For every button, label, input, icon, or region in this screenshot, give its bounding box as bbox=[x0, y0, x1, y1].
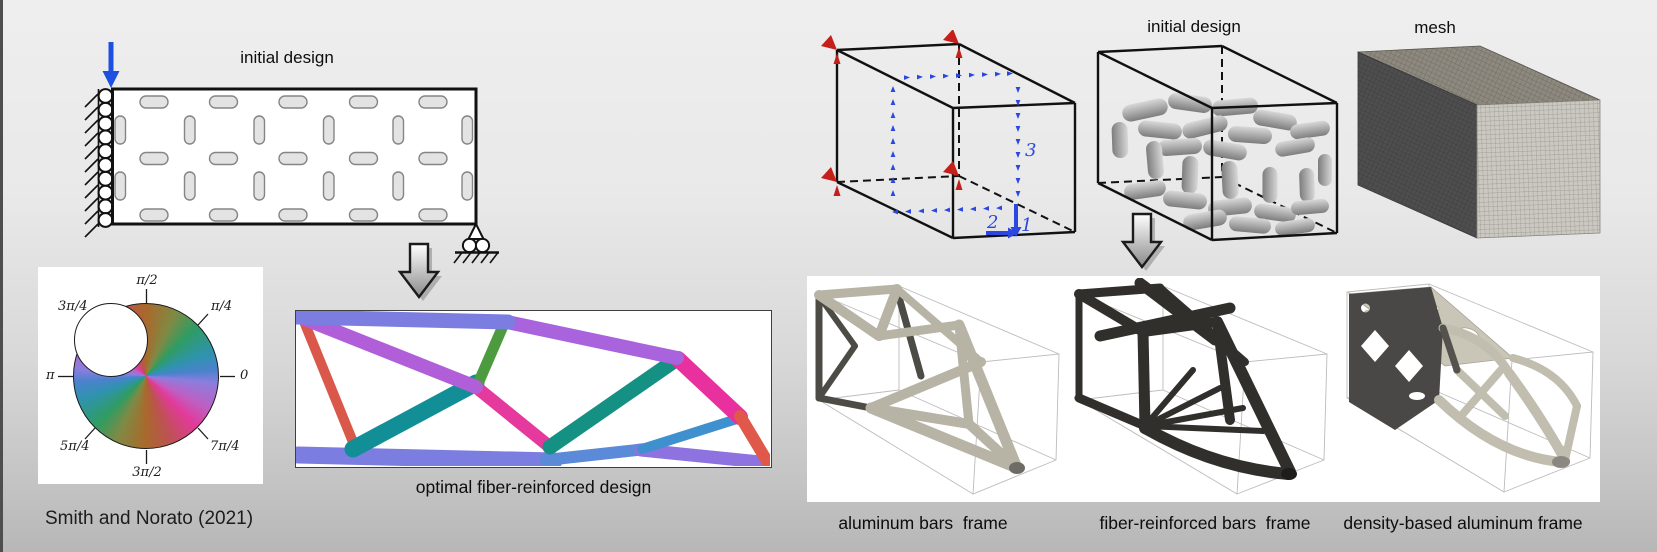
fiber-frame-figure bbox=[1074, 278, 1328, 495]
color-wheel-panel: π/2 π/4 0 7π/4 3π/2 5π/4 π 3π/4 bbox=[38, 267, 263, 484]
caption-aluminum-frame: aluminum bars frame bbox=[838, 513, 1008, 533]
wheel-label-pi: π bbox=[46, 368, 55, 383]
wall-hatching bbox=[84, 89, 100, 238]
citation: Smith and Norato (2021) bbox=[45, 508, 254, 529]
mesh-title: mesh bbox=[1414, 18, 1456, 37]
fiber-truss-figure bbox=[288, 309, 777, 470]
right-initial-design-title: initial design bbox=[1147, 17, 1241, 36]
axis-label-2: 2 bbox=[986, 212, 998, 233]
roller-support-icon bbox=[453, 221, 499, 264]
wheel-label-0: 0 bbox=[240, 368, 249, 383]
caption-density-frame: density-based aluminum frame bbox=[1343, 513, 1583, 533]
beam-capsules bbox=[114, 95, 474, 222]
optimal-design-caption: optimal fiber-reinforced design bbox=[415, 477, 652, 497]
mesh-front-face bbox=[1476, 99, 1601, 239]
axis-label-1: 1 bbox=[1021, 215, 1032, 236]
aluminum-frame-figure bbox=[814, 284, 1060, 495]
wall-roller-circles bbox=[97, 88, 114, 228]
down-arrow-icon-right bbox=[1120, 212, 1165, 271]
slide-left-border bbox=[0, 0, 3, 552]
density-frame-figure bbox=[1346, 283, 1594, 493]
bc-box-edges bbox=[835, 42, 1077, 240]
left-initial-design-title: initial design bbox=[240, 48, 334, 67]
axis-label-3: 3 bbox=[1025, 140, 1036, 161]
initial-design-3d-figure bbox=[1096, 44, 1339, 242]
results-panel bbox=[807, 276, 1600, 502]
bc-box-hidden-edges bbox=[836, 44, 1076, 233]
wheel-label-pi-4: π/4 bbox=[211, 299, 233, 314]
traction-arrow-loop bbox=[890, 71, 1021, 215]
beam-figure bbox=[84, 42, 499, 264]
wheel-label-3pi-2: 3π/2 bbox=[132, 465, 162, 480]
wheel-label-5pi-4: 5π/4 bbox=[60, 439, 90, 454]
down-arrow-icon bbox=[397, 242, 442, 301]
caption-fiber-frame: fiber-reinforced bars frame bbox=[1099, 513, 1311, 533]
optimal-design-panel bbox=[288, 309, 777, 470]
load-arrow-icon bbox=[102, 42, 120, 88]
axis-arrows bbox=[986, 204, 1022, 239]
design-box-edges bbox=[1096, 44, 1339, 242]
wheel-label-7pi-4: 7π/4 bbox=[210, 439, 240, 454]
color-wheel-hole bbox=[74, 303, 148, 377]
bc-box-figure: 3 1 2 bbox=[821, 30, 1077, 240]
density-side-plate bbox=[1349, 287, 1443, 430]
mesh-figure bbox=[1357, 45, 1601, 239]
wheel-label-3pi-4: 3π/4 bbox=[58, 299, 88, 314]
wheel-label-pi-2: π/2 bbox=[136, 273, 158, 288]
support-cone-icons bbox=[821, 30, 963, 196]
